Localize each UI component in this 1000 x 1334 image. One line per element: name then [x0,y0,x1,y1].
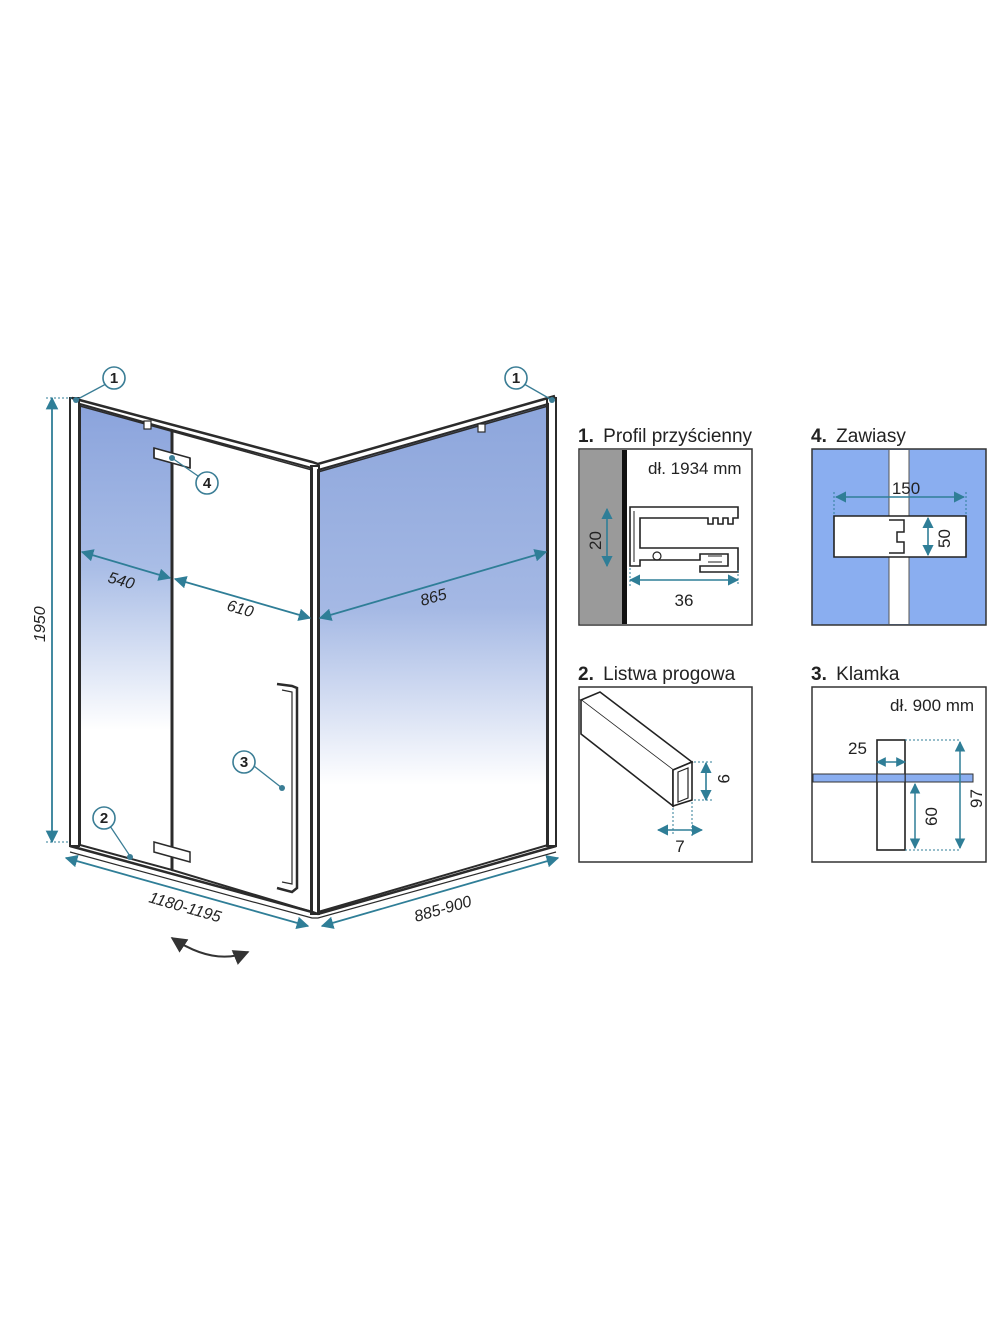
panel-handle-number: 3. [811,664,827,685]
dim-label-610: 610 [225,598,255,622]
callout-4: 4 [169,455,219,495]
dim-label-865: 865 [418,586,448,610]
panel-handle-title: Klamka [836,664,900,685]
panel-profile: 1. Profil przyścienny dł. 1934 mm 20 36 [578,426,753,626]
svg-text:3: 3 [240,754,248,771]
panel-hinges: 4. Zawiasy 150 50 [811,426,987,626]
dim-line-865 [318,549,548,621]
svg-text:2. Listwa progowa: 2. Listwa progowa [578,664,736,685]
svg-text:1: 1 [512,370,520,387]
threshold-bar-3d [579,691,694,808]
wall-profile-left [69,397,80,847]
handle-cross-section [876,739,906,851]
handle-width-label: 25 [848,739,867,758]
svg-text:4: 4 [203,475,212,492]
side-glass [317,402,549,914]
threshold-width-label: 7 [675,837,684,856]
enclosure-drawing: 540 610 865 1950 1180-1195 885-900 1 1 [32,366,560,965]
panel-threshold-title: Listwa progowa [603,664,735,685]
hinge-width-label: 150 [892,479,920,498]
panel-threshold: 2. Listwa progowa 9 7 [578,664,753,863]
dim-line-bottom-side [320,855,560,929]
dim-label-540: 540 [106,570,136,594]
callout-2: 2 [92,806,133,860]
panel-hinges-title: Zawiasy [836,426,906,447]
handle-outer-height-label: 97 [967,789,986,808]
threshold-height-label: 9 [714,774,733,783]
handle-length-label: dł. 900 mm [890,696,974,715]
dim-label-bottom-front: 1180-1195 [147,890,223,927]
callout-1-left: 1 [73,366,126,403]
svg-text:1. Profil przyścienny: 1. Profil przyścienny [578,426,753,447]
callout-3: 3 [232,750,285,791]
door-glass [171,428,313,914]
profile-height-label: 20 [586,531,605,550]
dim-line-610 [173,576,312,621]
top-frame-front [71,394,556,466]
profile-length-label: dł. 1934 mm [648,459,742,478]
wall-section [580,450,622,624]
panel-handle: 3. Klamka dł. 900 mm 25 60 97 [811,664,987,863]
profile-width-label: 36 [675,591,694,610]
svg-text:2: 2 [100,810,108,827]
hinge-height-label: 50 [935,529,954,548]
door-swing-arrow [170,937,250,965]
panel-profile-title: Profil przyścienny [603,426,752,447]
panel-profile-number: 1. [578,426,594,447]
dim-label-height: 1950 [32,606,49,642]
profile-cross-section [629,506,739,573]
svg-text:3. Klamka: 3. Klamka [811,664,900,685]
svg-text:1: 1 [110,370,118,387]
panel-hinges-number: 4. [811,426,827,447]
handle-inner-height-label: 60 [922,807,941,826]
dim-line-540 [80,549,172,581]
svg-text:4. Zawiasy: 4. Zawiasy [811,426,906,447]
dim-line-bottom-front [64,855,310,929]
callout-1-right: 1 [504,366,555,403]
left-fixed-glass [79,402,173,872]
panel-threshold-number: 2. [578,664,594,685]
